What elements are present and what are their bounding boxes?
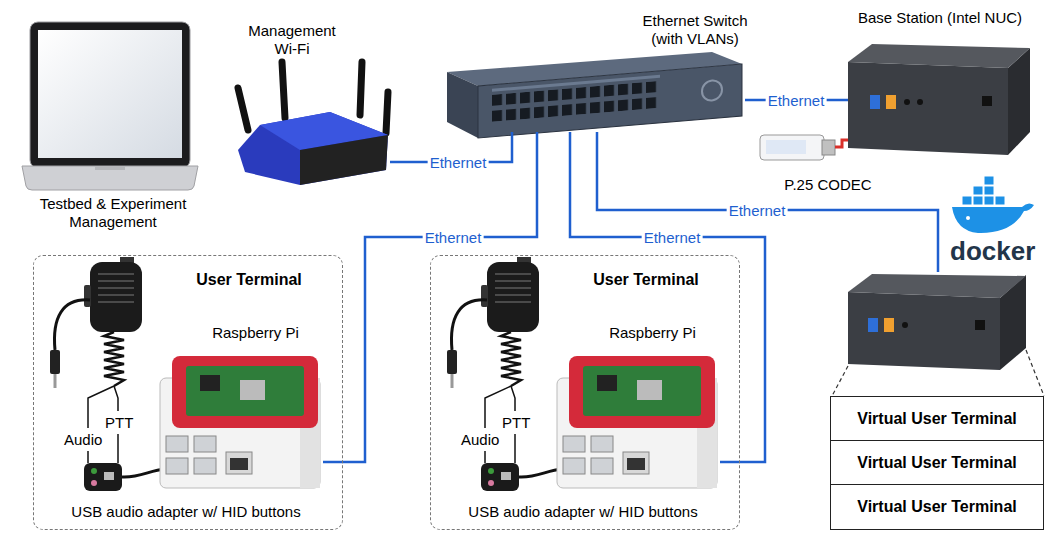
user-terminal-hardware [50,257,320,491]
wifi-router: Management Wi-Fi [235,60,390,185]
expansion-lines [832,350,1044,396]
usb-audio-adapter: USB audio adapter w/ HID buttons [478,456,593,498]
device-caption: docker [950,236,1050,266]
device-caption: Raspberry Pi [570,324,735,342]
docker-logo [952,176,1034,233]
ethernet-cable [835,140,848,147]
box-label: Virtual User Terminal [857,498,1016,516]
user-terminal: User TerminalRaspberry PiUSB audio adapt… [33,255,343,530]
user-terminal-hardware [447,257,717,491]
ethernet-cable [597,132,938,272]
edge-label: Ethernet [642,229,703,246]
device-caption: P.25 CODEC [773,176,883,194]
docker-host: docker [848,272,1026,370]
device-caption: Management Wi-Fi [237,22,347,58]
virtual-user-terminal: Virtual User Terminal [830,484,1044,530]
device-caption: Ethernet Switch (with VLANs) [625,12,765,48]
intel-nuc-icon [848,44,1030,155]
ethernet-switch-icon [447,52,742,138]
signal-label: Audio [64,431,102,448]
user-terminal: User TerminalRaspberry PiUSB audio adapt… [430,255,740,530]
usb-audio-adapter: USB audio adapter w/ HID buttons [81,456,196,498]
signal-label: Audio [461,431,499,448]
intel-nuc-icon [848,274,1026,370]
virtual-user-terminal: Virtual User Terminal [830,396,1044,442]
device-caption: User Terminal [184,271,314,289]
edge-label: Ethernet [727,202,788,219]
signal-label: PTT [105,414,133,431]
box-label: Virtual User Terminal [857,454,1016,472]
wifi-router-icon [238,62,388,185]
device-caption: Raspberry Pi [173,324,338,342]
edge-label: Ethernet [766,92,827,109]
p25-codec: P.25 CODEC [755,128,835,168]
edge-label: Ethernet [423,229,484,246]
raspberry-pi: Raspberry Pi [555,356,720,491]
edge-label: Ethernet [428,154,489,171]
laptop-icon [22,22,198,190]
box-label: Virtual User Terminal [857,410,1016,428]
device-caption: Base Station (Intel NUC) [830,9,1050,27]
raspberry-pi: Raspberry Pi [158,356,323,491]
ethernet-switch: Ethernet Switch (with VLANs) [440,48,745,132]
device-caption: Testbed & Experiment Management [13,195,213,231]
usb-codec-icon [760,135,835,160]
device-caption: User Terminal [581,271,711,289]
base-station: Base Station (Intel NUC) [848,45,1030,157]
virtual-user-terminal: Virtual User Terminal [830,440,1044,486]
device-caption: USB audio adapter w/ HID buttons [41,503,331,521]
ethernet-cable [570,132,765,462]
laptop: Testbed & Experiment Management [28,22,198,190]
device-caption: USB audio adapter w/ HID buttons [438,503,728,521]
signal-label: PTT [502,414,530,431]
